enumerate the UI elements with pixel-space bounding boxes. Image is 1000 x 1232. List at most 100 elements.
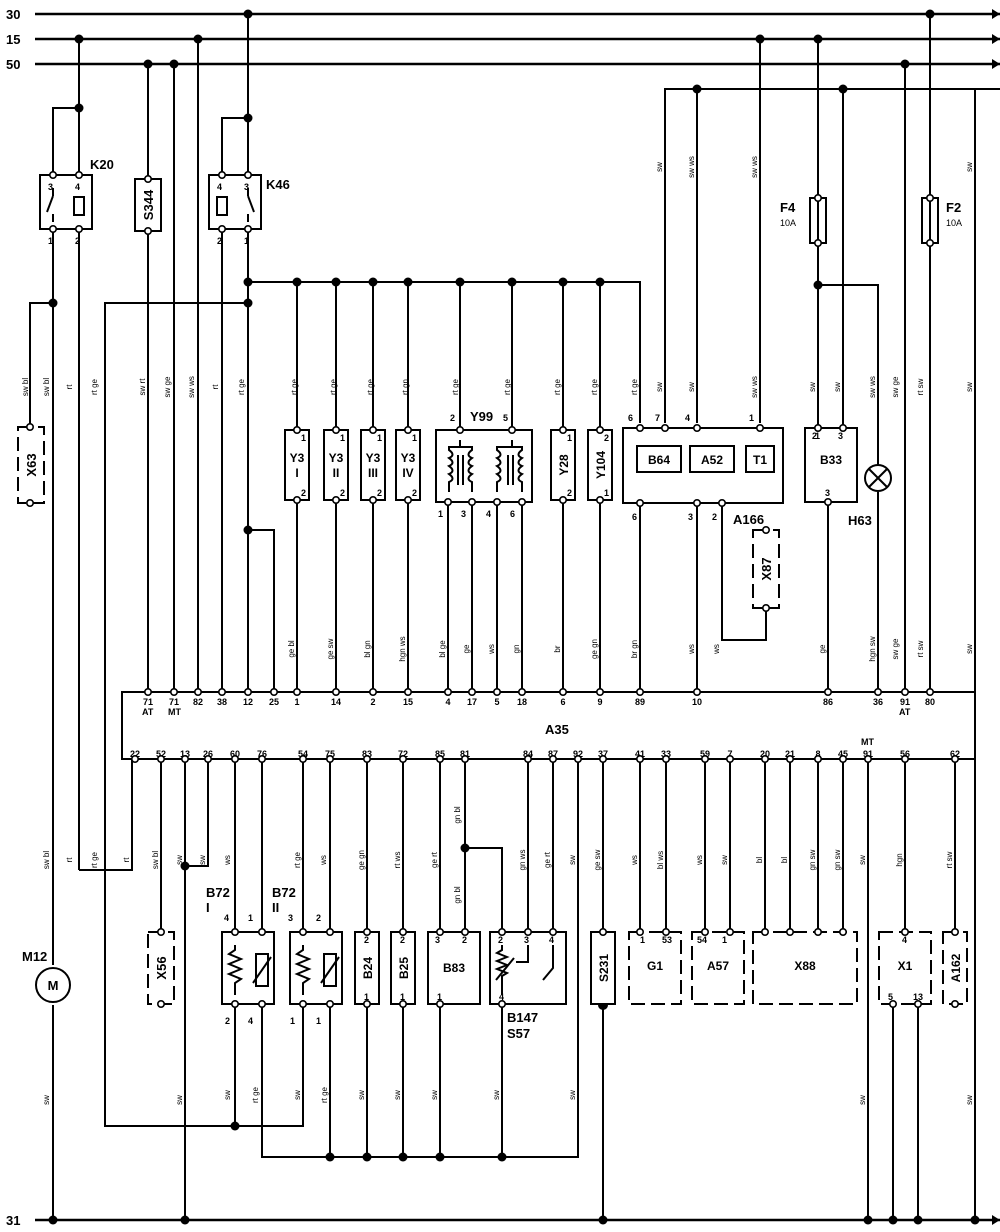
- pin-number: 5: [503, 413, 508, 423]
- wire-color-code: hgn: [895, 853, 904, 866]
- sensor-b72-2: B72 II: [272, 885, 343, 1005]
- wire-color-code: sw ws: [868, 376, 877, 398]
- b72-1-index: I: [206, 900, 210, 915]
- y3-4-index: IV: [402, 466, 413, 480]
- pin-number: 2: [498, 935, 503, 945]
- terminal-ring: [900, 927, 909, 936]
- wire-color-code: gn sw: [808, 849, 817, 870]
- terminal-ring: [813, 423, 822, 432]
- wire-color-code: rt ge: [553, 378, 562, 395]
- a35-top-sub-at: AT: [142, 707, 154, 717]
- valve-y104: Y104: [587, 429, 613, 501]
- a35-pin: 85: [435, 749, 445, 759]
- terminal-ring: [231, 754, 240, 763]
- terminal-ring: [25, 422, 34, 431]
- t1-label: T1: [753, 453, 767, 467]
- terminal-ring: [331, 495, 340, 504]
- pin-number: 3: [244, 182, 249, 192]
- wire-color-code: sw: [833, 382, 842, 392]
- terminal-ring: [507, 425, 516, 434]
- a35-pin: 54: [298, 749, 308, 759]
- a35-pin: 56: [900, 749, 910, 759]
- wire-color-code: sw: [655, 162, 664, 172]
- wire-color-code: ge: [462, 644, 471, 653]
- terminal-ring: [838, 927, 847, 936]
- terminal-ring: [492, 687, 501, 696]
- terminal-ring: [398, 927, 407, 936]
- y99-label: Y99: [470, 409, 493, 424]
- s231-label: S231: [597, 954, 611, 982]
- terminal-ring: [435, 754, 444, 763]
- wire-color-code: bl gn: [363, 640, 372, 657]
- terminal-ring: [331, 425, 340, 434]
- h63-label: H63: [848, 513, 872, 528]
- wire-color-code: rt sw: [945, 851, 954, 868]
- wire-color-code: sw ge: [891, 638, 900, 659]
- terminal-ring: [398, 754, 407, 763]
- a35-pin: 15: [403, 697, 413, 707]
- a35-pin: 72: [398, 749, 408, 759]
- terminal-ring: [368, 495, 377, 504]
- k20-label: K20: [90, 157, 114, 172]
- pin-number: 2: [340, 488, 345, 498]
- terminal-ring: [497, 999, 506, 1008]
- terminal-ring: [325, 999, 334, 1008]
- terminal-ring: [144, 687, 153, 696]
- relay-k46: K46: [208, 174, 290, 230]
- b72-2-label: B72: [272, 885, 296, 900]
- pin-number: 4: [902, 935, 907, 945]
- terminal-ring: [325, 927, 334, 936]
- terminal-ring: [403, 687, 412, 696]
- a35-pin: 33: [661, 749, 671, 759]
- terminal-ring: [269, 687, 278, 696]
- pin-number: 1: [815, 431, 820, 441]
- pin-number: 3: [48, 182, 53, 192]
- pin-number: 1: [340, 433, 345, 443]
- x56-label: X56: [154, 956, 169, 979]
- wire-color-code: ge gn: [590, 639, 599, 659]
- wire-color-code: gn ws: [518, 850, 527, 871]
- wire-color-code: ws: [319, 855, 328, 866]
- b25-label: B25: [397, 957, 411, 979]
- wire-color-code: gn bl: [453, 806, 462, 824]
- wire-color-code: rt ge: [630, 378, 639, 395]
- terminal-ring: [761, 525, 770, 534]
- terminal-ring: [700, 754, 709, 763]
- a35-pin: 91: [900, 697, 910, 707]
- terminal-ring: [497, 927, 506, 936]
- terminal-ring: [873, 687, 882, 696]
- m12-label: M12: [22, 949, 47, 964]
- terminal-ring: [863, 754, 872, 763]
- wire-color-code: sw: [808, 382, 817, 392]
- terminal-ring: [257, 999, 266, 1008]
- pin-number: 3: [838, 431, 843, 441]
- a162-label: A162: [949, 953, 963, 982]
- pin-number: 2: [225, 1016, 230, 1026]
- terminal-ring: [25, 498, 34, 507]
- wire-color-code: ws: [630, 855, 639, 866]
- wire-color-code: rt: [211, 384, 220, 390]
- wire-color-code: ge: [818, 644, 827, 653]
- wire-color-code: ge sw: [326, 638, 335, 659]
- terminal-ring: [257, 927, 266, 936]
- a35-pin: 38: [217, 697, 227, 707]
- a35-pin: 83: [362, 749, 372, 759]
- wire-color-code: rt sw: [916, 640, 925, 657]
- terminal-ring: [950, 927, 959, 936]
- wire-color-code: ws: [223, 855, 232, 866]
- terminal-ring: [595, 687, 604, 696]
- terminal-ring: [443, 687, 452, 696]
- terminal-ring: [558, 425, 567, 434]
- wire-color-code: sw bl: [42, 378, 51, 396]
- pin-number: 2: [75, 236, 80, 246]
- terminal-ring: [48, 225, 57, 234]
- pin-number: 2: [400, 935, 405, 945]
- wire-color-code: sw rt: [138, 378, 147, 396]
- terminal-ring: [635, 754, 644, 763]
- pin-number: 3: [524, 935, 529, 945]
- wire-color-code: br gn: [630, 640, 639, 658]
- wire-color-code: rt ge: [320, 1086, 329, 1103]
